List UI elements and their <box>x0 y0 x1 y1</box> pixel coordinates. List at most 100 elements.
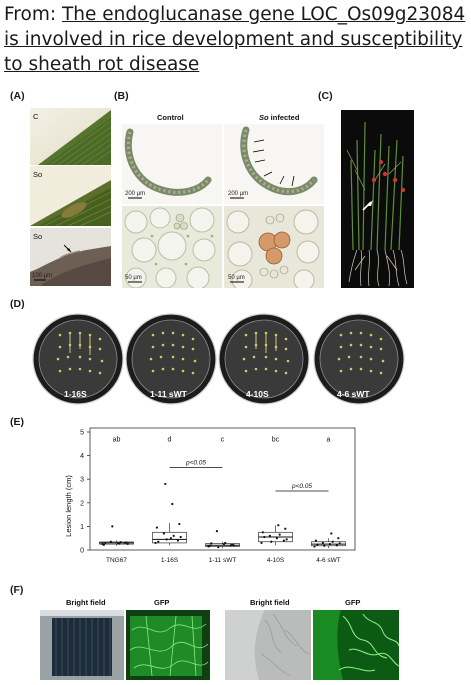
x-category-label: 1-16S <box>161 557 179 564</box>
petri-dish-4 <box>313 313 405 405</box>
panel-a-infected-leaf-image <box>30 166 111 226</box>
panel-f-title-4: GFP <box>345 598 361 607</box>
data-point <box>126 542 129 545</box>
panel-b-infected-section-image <box>224 124 324 204</box>
data-point <box>171 502 174 506</box>
x-category-label: 4-6 sWT <box>316 557 341 564</box>
petri-dish-1-label: 1-16S <box>64 389 87 399</box>
data-point <box>224 541 227 545</box>
panel-a-micrograph-image <box>30 228 111 286</box>
petri-dish-4-label: 4-6 sWT <box>337 389 370 399</box>
panel-f-brightfield-1-image <box>40 610 124 680</box>
panel-b-infected-closeup-scale: 50 µm <box>228 275 245 281</box>
significance-letter: a <box>327 436 331 443</box>
data-point <box>165 538 168 541</box>
significance-letter: ab <box>113 436 121 443</box>
data-point <box>337 537 340 540</box>
panel-b-control-closeup-scale: 50 µm <box>125 275 142 281</box>
data-point <box>104 541 107 545</box>
panel-a-micrograph-tag: So <box>33 232 43 241</box>
panel-c-label: (C) <box>318 90 333 102</box>
data-point <box>125 541 128 544</box>
panel-b-label: (B) <box>114 90 129 102</box>
article-title-link[interactable]: The endoglucanase gene LOC_Os09g23084 is… <box>4 4 466 75</box>
y-tick-label: 2 <box>80 500 84 507</box>
panel-a-control-tag: C <box>33 112 39 121</box>
data-point <box>157 540 160 543</box>
petri-dish-3 <box>218 313 310 405</box>
data-point <box>155 526 158 529</box>
petri-dish-1 <box>32 313 124 405</box>
panel-a-scale-bar-label: 100 µm <box>32 273 53 279</box>
panel-c-rice-plants-image <box>341 110 414 288</box>
data-point <box>323 544 326 547</box>
data-point <box>285 538 288 541</box>
panel-f-label: (F) <box>10 584 24 596</box>
panel-b-infected-title: So infected <box>259 113 299 122</box>
y-tick-label: 3 <box>80 477 84 484</box>
data-point <box>178 522 181 526</box>
panel-a-control-leaf-image <box>30 108 111 165</box>
panel-f-title-3: Bright field <box>250 598 290 607</box>
data-point <box>109 540 112 543</box>
significance-letter: c <box>221 436 225 443</box>
data-point <box>278 533 281 536</box>
panel-b-control-section-image <box>122 124 222 204</box>
data-point <box>118 542 121 545</box>
x-category-label: 1-11 sWT <box>209 557 237 564</box>
data-point <box>275 537 278 540</box>
panel-b-infected-title-rest: infected <box>268 113 300 122</box>
petri-dish-2 <box>125 313 217 405</box>
data-point <box>338 542 341 545</box>
panel-a-label: (A) <box>10 90 25 102</box>
data-point <box>261 531 264 534</box>
x-category-label: 4-10S <box>267 557 285 564</box>
panel-e-label: (E) <box>10 416 24 428</box>
data-point <box>314 539 317 542</box>
panel-f-title-1: Bright field <box>66 598 106 607</box>
data-point <box>263 535 266 539</box>
x-category-label: TNG67 <box>106 557 127 564</box>
data-point <box>215 530 218 533</box>
data-point <box>119 541 122 544</box>
data-point <box>208 544 211 547</box>
panel-b-infected-scale: 200 µm <box>228 191 249 197</box>
data-point <box>284 527 287 530</box>
panel-f-title-2: GFP <box>154 598 170 607</box>
petri-dish-2-label: 1-11 sWT <box>150 389 187 399</box>
panel-b-control-scale: 200 µm <box>125 191 146 197</box>
data-point <box>172 534 175 537</box>
data-point <box>154 541 157 545</box>
data-point <box>335 544 338 547</box>
data-point <box>316 543 319 546</box>
data-point <box>277 524 280 527</box>
box <box>152 531 187 544</box>
panel-a-infected-tag: So <box>33 170 43 179</box>
data-point <box>179 535 182 539</box>
data-point <box>217 546 220 549</box>
data-point <box>111 525 114 528</box>
source-prefix: From: <box>4 4 62 25</box>
data-point <box>282 539 285 542</box>
panel-b-control-closeup-image <box>122 206 222 288</box>
y-tick-label: 0 <box>80 548 84 555</box>
significance-letter: d <box>168 436 172 443</box>
significance-letter: bc <box>272 436 280 443</box>
y-tick-label: 1 <box>80 524 84 531</box>
data-point <box>270 540 273 543</box>
data-point <box>162 532 165 535</box>
data-point <box>169 537 172 540</box>
comparison-label: p<0.05 <box>291 483 312 490</box>
data-point <box>330 532 333 535</box>
panel-b-control-title: Control <box>157 113 184 122</box>
y-tick-label: 5 <box>80 430 84 437</box>
lesion-length-boxplot: Lesion length (cm) 012345abTNG67d1-16Sc1… <box>64 427 356 564</box>
data-point <box>328 543 331 546</box>
data-point <box>321 541 324 545</box>
panel-f-gfp-2-image <box>313 610 399 680</box>
petri-dish-3-label: 4-10S <box>246 389 269 399</box>
data-point <box>164 482 167 486</box>
plot-frame <box>89 427 356 551</box>
data-point <box>331 540 334 543</box>
panel-b-infected-closeup-image <box>224 206 324 288</box>
